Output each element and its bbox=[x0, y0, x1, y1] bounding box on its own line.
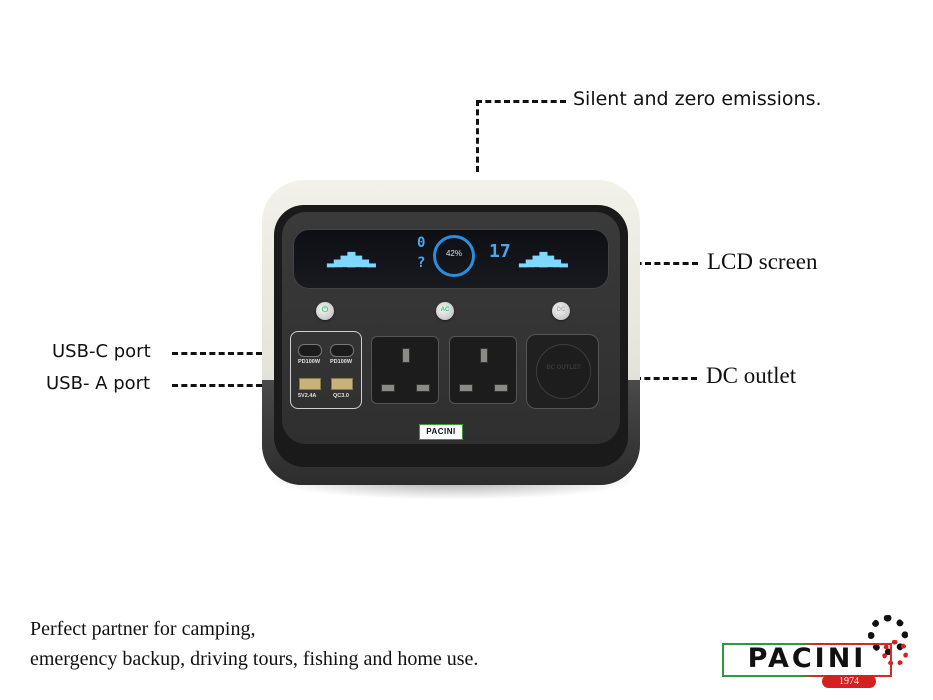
lcd-screen: ▂▄▆█▆▄▂ 0 ? 42% 17 ▂▄▆█▆▄▂ bbox=[293, 229, 609, 289]
dc-icon: DC bbox=[556, 307, 566, 313]
lcd-callout-leader bbox=[598, 262, 698, 265]
ac-icon: AC bbox=[440, 307, 450, 313]
dc-outlet-cap: DC OUTLET bbox=[536, 344, 591, 399]
usb-port-group: PD100W PD100W 5V2.4A QC3.0 bbox=[290, 331, 362, 409]
lcd-left-value: 0 bbox=[417, 235, 426, 251]
top-callout-vertical-leader bbox=[476, 100, 479, 172]
brand-logo-name: PACINI bbox=[747, 643, 867, 674]
usb-a-port-1[interactable] bbox=[299, 378, 321, 390]
callout-lcd-screen: LCD screen bbox=[707, 249, 818, 274]
socket-earth-pin bbox=[480, 348, 488, 363]
callout-silent-emissions: Silent and zero emissions. bbox=[573, 88, 822, 110]
top-callout-leader bbox=[476, 100, 566, 103]
caption-line-2: emergency backup, driving tours, fishing… bbox=[30, 648, 479, 670]
lcd-right-value: 17 bbox=[489, 241, 511, 262]
socket-earth-pin bbox=[402, 348, 410, 363]
panel-brand-logo: PACINI bbox=[419, 424, 463, 440]
socket-live-pin bbox=[459, 384, 473, 392]
usb-a-callout-leader bbox=[172, 384, 290, 387]
ac-button[interactable]: AC bbox=[436, 302, 454, 320]
ac-socket-1[interactable] bbox=[371, 336, 439, 404]
usb-c-port-1-label: PD100W bbox=[298, 359, 321, 365]
caption-line-1: Perfect partner for camping, bbox=[30, 618, 256, 640]
socket-neutral-pin bbox=[494, 384, 508, 392]
usb-a-port-1-label: 5V2.4A bbox=[298, 393, 317, 399]
brand-logo-year: 1974 bbox=[822, 675, 876, 688]
lcd-right-bars-icon: ▂▄▆█▆▄▂ bbox=[519, 253, 568, 268]
battery-percent: 42% bbox=[445, 249, 462, 258]
dc-outlet-cover[interactable]: DC OUTLET bbox=[526, 334, 599, 409]
usb-c-callout-leader bbox=[172, 352, 290, 355]
brand-logo-frame bbox=[722, 643, 892, 677]
usb-c-port-1[interactable] bbox=[298, 344, 322, 357]
dc-outlet-cap-label: DC OUTLET bbox=[546, 365, 581, 371]
socket-live-pin bbox=[381, 384, 395, 392]
socket-neutral-pin bbox=[416, 384, 430, 392]
lcd-left-value-2: ? bbox=[417, 255, 426, 271]
dc-button[interactable]: DC bbox=[552, 302, 570, 320]
callout-dc-outlet: DC outlet bbox=[706, 363, 797, 388]
power-icon: ⏻ bbox=[321, 305, 329, 314]
usb-a-port-2[interactable] bbox=[331, 378, 353, 390]
usb-a-port-2-label: QC3.0 bbox=[333, 393, 349, 399]
ac-socket-2[interactable] bbox=[449, 336, 517, 404]
battery-gauge: 42% bbox=[433, 235, 475, 277]
usb-c-port-2[interactable] bbox=[330, 344, 354, 357]
lcd-left-bars-icon: ▂▄▆█▆▄▂ bbox=[327, 253, 376, 268]
callout-usb-a-port: USB- A port bbox=[46, 373, 151, 394]
dc-callout-leader bbox=[607, 377, 697, 380]
callout-usb-c-port: USB-C port bbox=[52, 341, 151, 362]
usb-c-port-2-label: PD100W bbox=[330, 359, 353, 365]
power-button[interactable]: ⏻ bbox=[316, 302, 334, 320]
panel-brand-logo-text: PACINI bbox=[426, 427, 456, 436]
